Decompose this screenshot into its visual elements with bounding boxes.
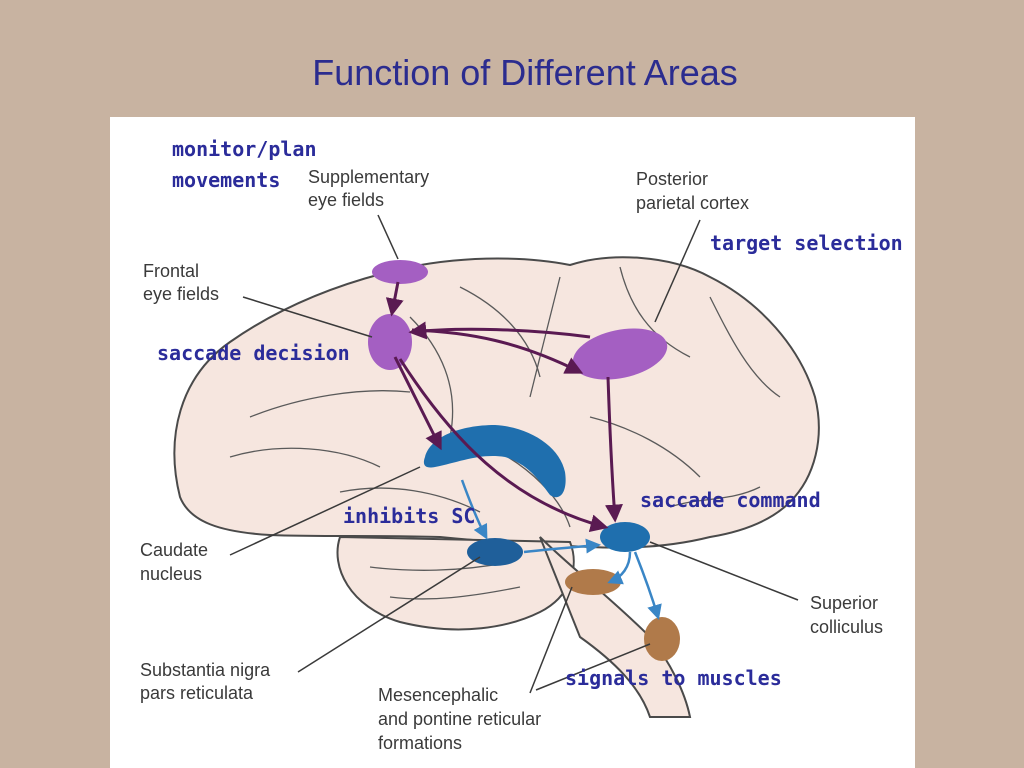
supplementary-eye-fields-area xyxy=(372,260,428,284)
label-substantia-nigra: Substantia nigra pars reticulata xyxy=(140,660,275,703)
label-posterior-parietal-cortex: Posterior parietal cortex xyxy=(636,169,749,213)
label-superior-colliculus: Superior colliculus xyxy=(810,593,883,637)
caudate-nucleus-area xyxy=(423,425,566,498)
label-supplementary-eye-fields: Supplementary eye fields xyxy=(308,167,434,210)
brain-sulci xyxy=(229,266,781,600)
superior-colliculus-area xyxy=(600,522,650,552)
frontal-eye-fields-area xyxy=(368,314,412,370)
note-signals-to-muscles: signals to muscles xyxy=(565,666,782,690)
leader-lines xyxy=(229,214,799,694)
subcortical-pathways xyxy=(460,479,662,620)
substantia-nigra-area xyxy=(467,538,523,566)
note-monitor-plan: monitor/plan movements xyxy=(172,137,329,192)
label-caudate-nucleus: Caudate nucleus xyxy=(140,540,213,584)
mesencephalic-area xyxy=(565,569,621,595)
brain-figure-panel: Supplementary eye fields Posterior parie… xyxy=(110,117,915,768)
note-target-selection: target selection xyxy=(710,231,903,255)
label-frontal-eye-fields: Frontal eye fields xyxy=(143,261,219,304)
label-mesencephalic-formations: Mesencephalic and pontine reticular form… xyxy=(378,685,546,753)
note-saccade-command: saccade command xyxy=(640,488,821,512)
pontine-area xyxy=(644,617,680,661)
slide-title: Function of Different Areas xyxy=(312,52,738,93)
cortical-pathways xyxy=(385,281,623,533)
note-saccade-decision: saccade decision xyxy=(157,341,350,365)
cerebrum-outline xyxy=(173,256,820,549)
brain-diagram: Supplementary eye fields Posterior parie… xyxy=(140,137,903,753)
note-inhibits-sc: inhibits SC xyxy=(343,504,475,528)
posterior-parietal-area xyxy=(572,328,668,380)
